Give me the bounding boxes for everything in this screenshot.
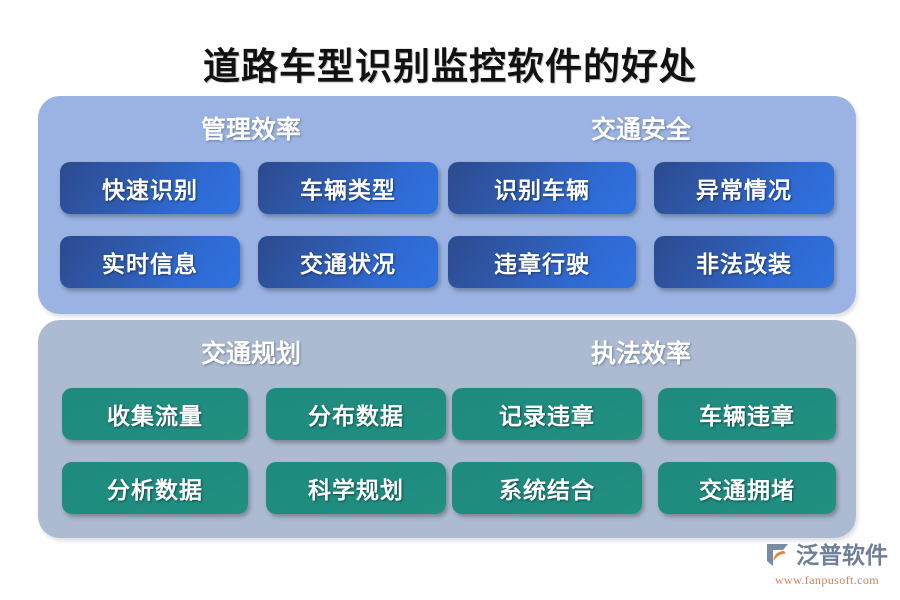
chip-traffic-congestion[interactable]: 交通拥堵: [658, 462, 836, 514]
chip-identify-vehicle[interactable]: 识别车辆: [448, 162, 636, 214]
group-heading-traffic-safety: 交通安全: [590, 117, 691, 144]
chip-illegal-driving[interactable]: 违章行驶: [448, 236, 636, 288]
chip-distribution-data[interactable]: 分布数据: [266, 388, 446, 440]
chip-collect-traffic-flow[interactable]: 收集流量: [62, 388, 248, 440]
chip-traffic-condition[interactable]: 交通状况: [258, 236, 438, 288]
brand-watermark: 泛普软件 www.fanpusoft.com: [762, 540, 892, 592]
chip-vehicle-violation[interactable]: 车辆违章: [658, 388, 836, 440]
group-heading-traffic-planning: 交通规划: [200, 341, 301, 368]
chip-record-violation[interactable]: 记录违章: [452, 388, 642, 440]
panel-benefits-upper: 管理效率 交通安全 快速识别 车辆类型 实时信息 交通状况 识别车辆 异常情况 …: [38, 96, 856, 314]
chip-illegal-modification[interactable]: 非法改装: [654, 236, 834, 288]
brand-row: 泛普软件: [762, 540, 892, 570]
chip-analyze-data[interactable]: 分析数据: [62, 462, 248, 514]
chip-fast-recognition[interactable]: 快速识别: [60, 162, 240, 214]
chip-abnormal-situation[interactable]: 异常情况: [654, 162, 834, 214]
chip-vehicle-type[interactable]: 车辆类型: [258, 162, 438, 214]
fanpu-logo-icon: [762, 540, 792, 570]
chip-system-integration[interactable]: 系统结合: [452, 462, 642, 514]
brand-name: 泛普软件: [796, 542, 888, 568]
group-heading-management-efficiency: 管理效率: [200, 117, 301, 144]
chip-scientific-planning[interactable]: 科学规划: [266, 462, 446, 514]
brand-url: www.fanpusoft.com: [774, 573, 879, 587]
chip-realtime-info[interactable]: 实时信息: [60, 236, 240, 288]
panel-benefits-lower: 交通规划 执法效率 收集流量 分布数据 分析数据 科学规划 记录违章 车辆违章 …: [38, 320, 856, 538]
page-title: 道路车型识别监控软件的好处: [203, 47, 697, 88]
group-heading-enforcement-efficiency: 执法效率: [590, 341, 691, 368]
